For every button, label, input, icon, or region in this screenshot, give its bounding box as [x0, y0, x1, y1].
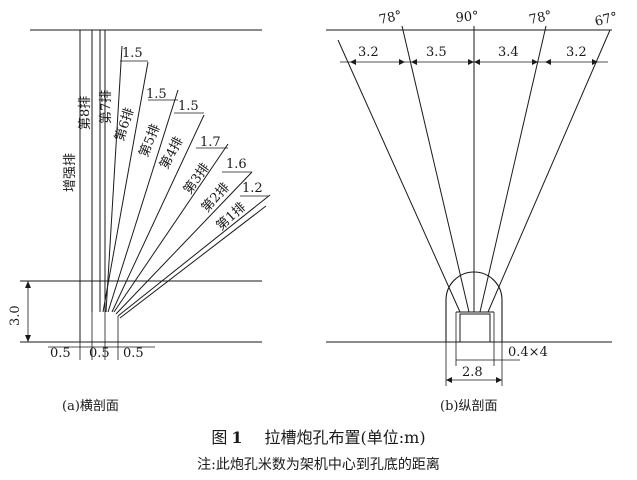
- height-arrow-bottom: [25, 335, 31, 342]
- figure-prefix: 图: [211, 428, 228, 447]
- dim-2-8-arrow-left: [446, 377, 452, 383]
- hole-row2: [115, 171, 253, 315]
- dim-arrow-3: [411, 59, 417, 65]
- height-value: 3.0: [8, 305, 23, 326]
- angle-78-left: 78°: [378, 8, 404, 27]
- spacing-row1: 1.2: [242, 181, 263, 196]
- angle-78-right: 78°: [528, 8, 554, 27]
- bottom-spacing-1: 0.5: [50, 346, 71, 361]
- figure-note: 注:此炮孔米数为架机中心到孔底的距离: [197, 457, 440, 473]
- fan-hole-1: [337, 39, 461, 313]
- height-arrow-top: [25, 281, 31, 288]
- angle-90: 90°: [455, 9, 479, 26]
- spacing-row5: 1.5: [146, 87, 167, 102]
- dim-arrow-7: [545, 59, 551, 65]
- hole-row6: [102, 61, 149, 313]
- fan-hole-4: [479, 25, 547, 313]
- cross-section-panel: [20, 29, 271, 360]
- label-row7: 第7排: [99, 90, 114, 124]
- longitudinal-section-panel: [326, 25, 612, 386]
- hole-row4: [111, 114, 205, 313]
- bottom-spacing-2: 0.5: [89, 346, 110, 361]
- spacing-row2: 1.6: [226, 157, 247, 172]
- hole-spacing-value: 0.4×4: [508, 345, 548, 360]
- dim-arrow-6: [532, 59, 538, 65]
- angle-67: 67°: [593, 10, 619, 30]
- top-spacing-2: 3.5: [426, 45, 447, 60]
- fan-hole-2: [401, 25, 470, 313]
- fan-hole-5: [487, 29, 611, 313]
- label-row8: 第8排: [78, 96, 93, 130]
- label-row-reinforced: 增强排: [63, 153, 78, 192]
- dim-arrow-4: [468, 59, 474, 65]
- figure-number: 1: [231, 428, 243, 447]
- label-row3: 第3排: [181, 161, 213, 198]
- label-row6: 第6排: [113, 106, 138, 143]
- hole-row1-b: [119, 205, 267, 319]
- hole-row1: [117, 194, 271, 317]
- dim-2-8-arrow-right: [496, 377, 502, 383]
- panel-a-caption: (a)横剖面: [62, 399, 119, 414]
- blasthole-layout-figure: 增强排 第8排 第7排 第6排 第5排 第4排 第3排 第2排 第1排 1.5 …: [8, 8, 619, 386]
- spacing-row6: 1.5: [122, 46, 143, 61]
- spacing-row4: 1.5: [178, 99, 199, 114]
- dim-arrow-5: [474, 59, 480, 65]
- top-spacing-1: 3.2: [358, 45, 379, 60]
- drill-platform: [459, 313, 491, 343]
- panel-b-caption: (b)纵剖面: [440, 399, 498, 414]
- top-spacing-3: 3.4: [498, 45, 519, 60]
- dim-arrow-8: [592, 59, 598, 65]
- hole-row5: [107, 89, 179, 313]
- top-spacing-4: 3.2: [566, 45, 587, 60]
- cross-section-labels: 增强排 第8排 第7排 第6排 第5排 第4排 第3排 第2排 第1排 1.5 …: [8, 46, 263, 361]
- dim-arrow-1: [350, 59, 356, 65]
- bottom-spacing-3: 0.5: [123, 346, 144, 361]
- spacing-row3: 1.7: [200, 135, 221, 150]
- bottom-dim-value: 2.8: [462, 365, 483, 380]
- dim-arrow-2: [399, 59, 405, 65]
- label-row5: 第5排: [137, 122, 164, 159]
- figure-title: 拉槽炮孔布置(单位:m): [264, 428, 426, 447]
- longitudinal-section-labels: 78° 90° 78° 67° 3.2 3.5 3.4 3.2 2.8 0.4×…: [358, 8, 619, 380]
- tunnel-arch: [445, 271, 503, 342]
- hole-row6-b: [105, 45, 123, 313]
- hole-row3: [113, 143, 229, 313]
